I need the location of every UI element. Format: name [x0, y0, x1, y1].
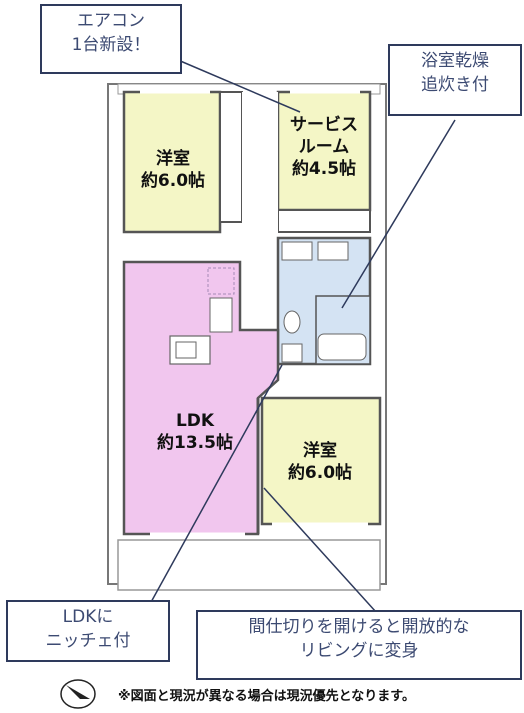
leader-bath [341, 119, 456, 309]
callout-niche-line2: ニッチェ付 [45, 631, 131, 651]
callout-partition-line2: リビングに変身 [299, 641, 419, 661]
leader-niche [149, 364, 283, 605]
kitchen-sink [175, 341, 197, 359]
label-ldk: LDK 約13.5帖 [140, 410, 250, 454]
washbasin [281, 241, 313, 261]
balcony-south [117, 539, 381, 591]
label-service-line2: ルーム [298, 137, 350, 157]
label-western-nw: 洋室 約6.0帖 [130, 148, 216, 192]
callout-aircon-line2: 1台新設！ [71, 35, 151, 55]
closet-service [277, 209, 371, 233]
compass-north-icon [60, 679, 96, 709]
label-western-se-size: 約6.0帖 [287, 463, 353, 483]
callout-bath-dryer: 浴室乾燥 追炊き付 [388, 44, 522, 116]
vanity [317, 241, 349, 261]
callout-bath-line1: 浴室乾燥 [421, 51, 489, 71]
label-service-line1: サービス [290, 115, 358, 135]
disclaimer-note: ※図面と現況が異なる場合は現況優先となります。 [118, 689, 415, 704]
callout-partition-line1: 間仕切りを開けると開放的な [248, 617, 470, 637]
label-western-se: 洋室 約6.0帖 [270, 440, 370, 484]
room-western-se [260, 396, 382, 526]
room-service [276, 90, 372, 212]
bathtub [317, 333, 367, 361]
toilet [283, 310, 301, 334]
leader-partition [263, 487, 377, 613]
label-service-room: サービス ルーム 約4.5帖 [280, 114, 368, 180]
label-western-nw-name: 洋室 [156, 149, 190, 169]
label-ldk-name: LDK [175, 411, 215, 431]
callout-open-partition: 間仕切りを開けると開放的な リビングに変身 [196, 610, 522, 680]
closet-nw [219, 91, 243, 223]
callout-ldk-niche: LDKに ニッチェ付 [6, 600, 170, 662]
label-service-size: 約4.5帖 [291, 159, 357, 179]
callout-aircon-line1: エアコン [77, 11, 145, 31]
leader-aircon [177, 59, 301, 113]
callout-bath-line2: 追炊き付 [421, 75, 489, 95]
callout-niche-line1: LDKに [62, 607, 114, 627]
label-western-nw-size: 約6.0帖 [140, 171, 206, 191]
label-ldk-size: 約13.5帖 [157, 433, 233, 453]
washing-machine [281, 343, 303, 363]
cooktop [209, 297, 233, 333]
fridge-space [207, 267, 235, 295]
label-western-se-name: 洋室 [303, 441, 337, 461]
callout-aircon: エアコン 1台新設！ [40, 4, 182, 74]
